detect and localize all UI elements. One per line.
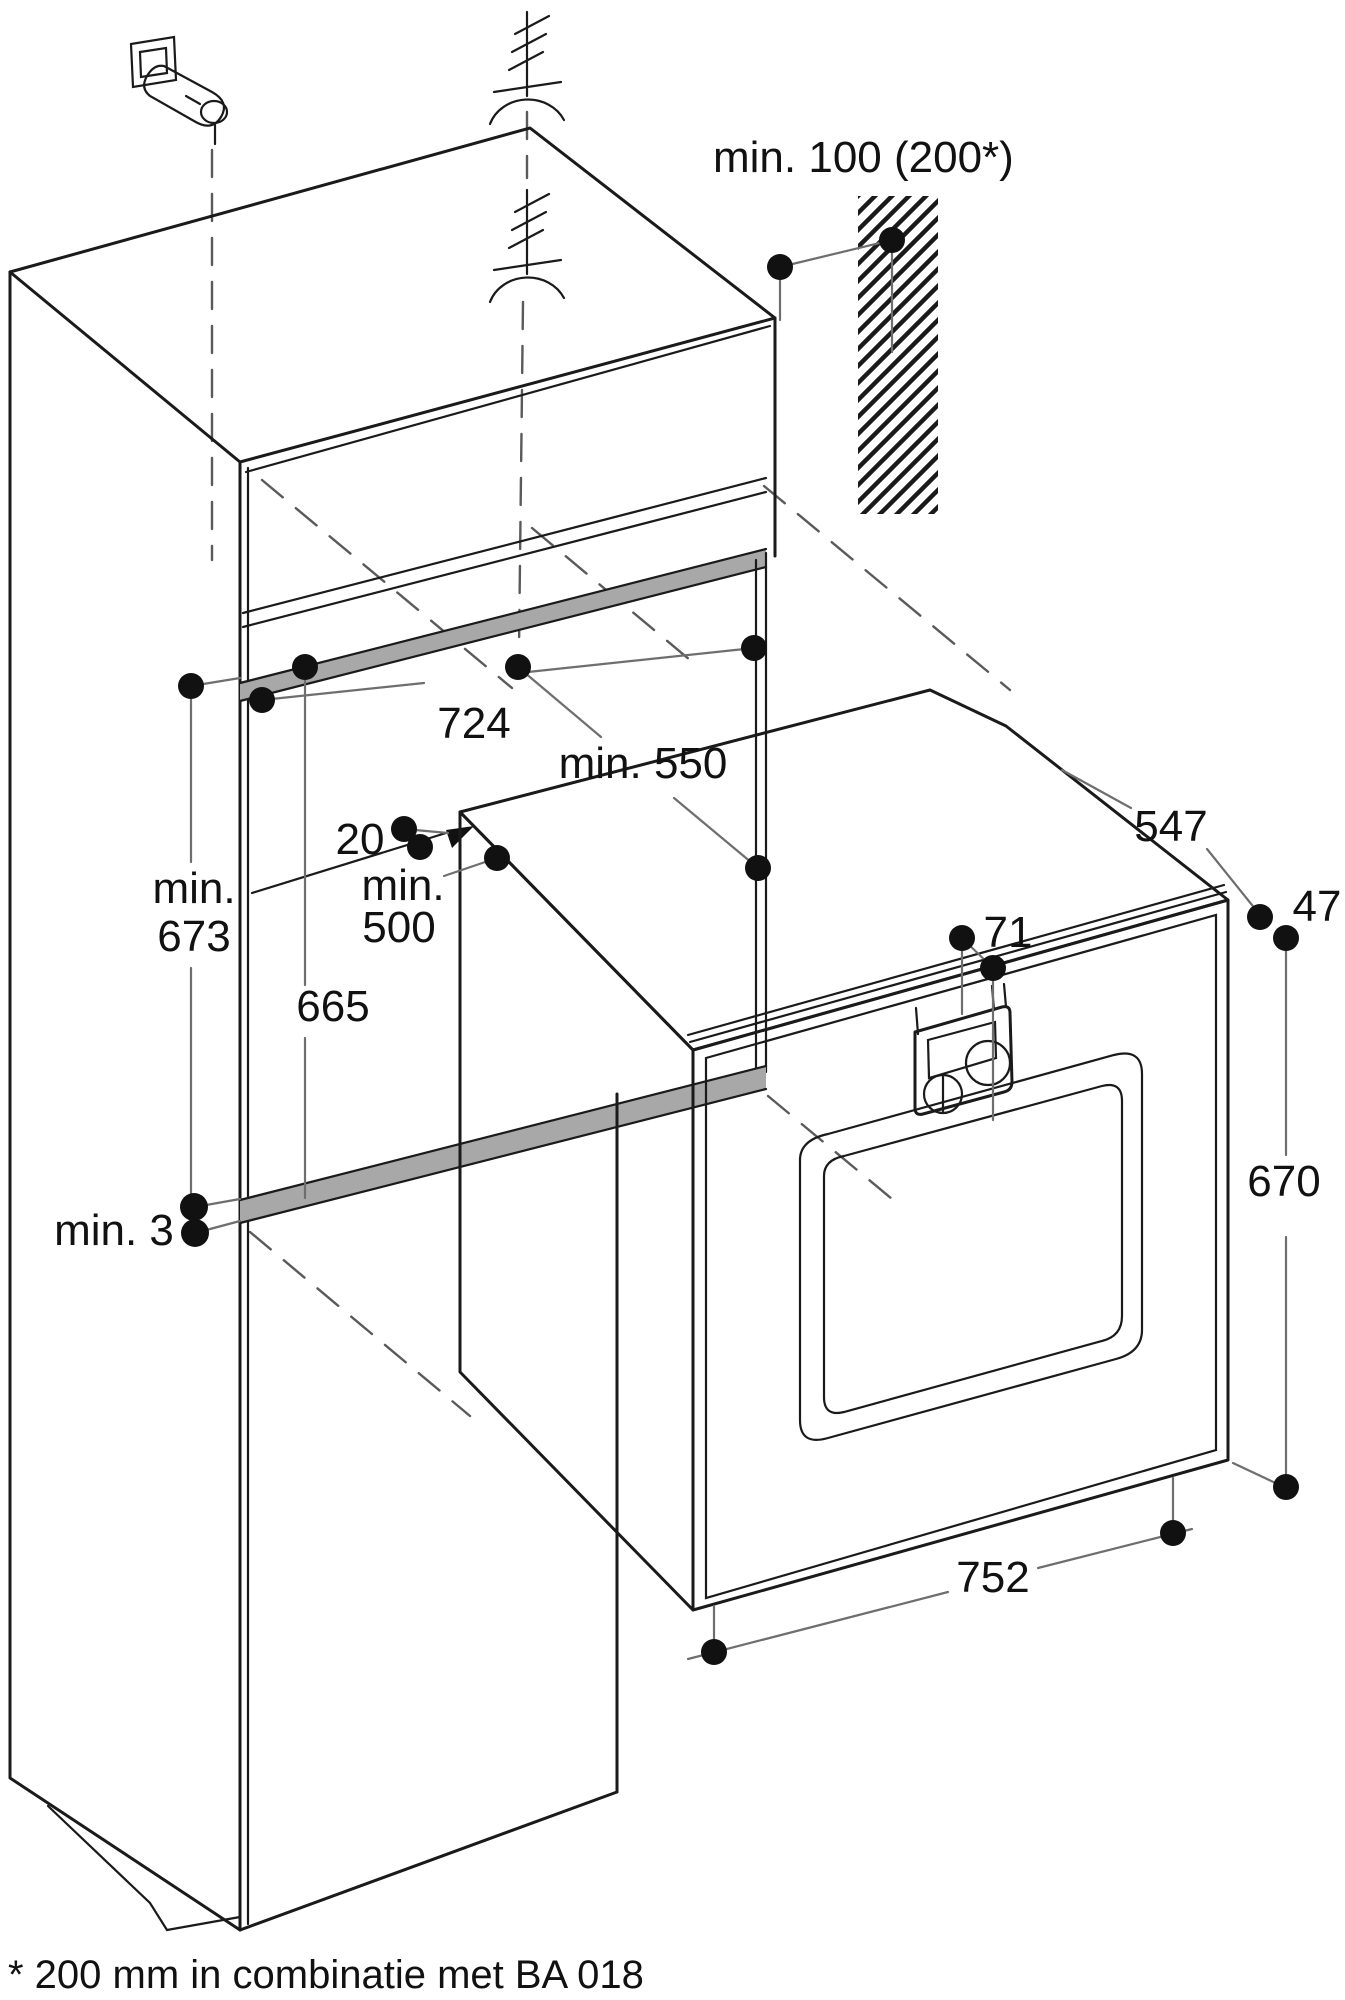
dimension-labels: min. 100 (200*) 724 min. 550 20 min. 500… — [8, 133, 1341, 1997]
oven-body — [458, 688, 1230, 1612]
control-knob-left — [922, 1073, 964, 1115]
control-panel — [913, 982, 1014, 1116]
oven-door-window — [798, 1052, 1144, 1441]
footnote: * 200 mm in combinatie met BA 018 — [8, 1953, 644, 1997]
label-appliance-width: 752 — [956, 1553, 1029, 1602]
dimension-lines — [178, 227, 1299, 1665]
mains-connection-symbol-icon — [488, 10, 566, 126]
label-door-protrusion: 47 — [1293, 882, 1342, 931]
label-appliance-depth: 547 — [1134, 802, 1207, 851]
label-socket-clearance-1: min. — [361, 861, 444, 910]
control-display — [926, 1020, 998, 1080]
label-bottom-clearance: min. 3 — [54, 1206, 174, 1255]
label-niche-depth: min. 550 — [559, 739, 728, 788]
label-socket-offset: 20 — [336, 815, 385, 864]
label-niche-width: 724 — [437, 699, 510, 748]
oven-door — [691, 898, 1230, 1612]
label-wall-clearance: min. 100 (200*) — [713, 133, 1014, 182]
control-knob-right — [964, 1039, 1012, 1087]
label-front-height-2: 673 — [157, 912, 230, 961]
label-control-panel-height: 71 — [984, 908, 1033, 957]
label-niche-height: 665 — [296, 982, 369, 1031]
power-plug-icon — [129, 35, 229, 146]
label-front-height-1: min. — [152, 864, 235, 913]
label-socket-clearance-2: 500 — [362, 903, 435, 952]
oven-side-panel — [458, 810, 695, 1612]
cabinet-outline — [8, 126, 777, 1932]
label-appliance-height: 670 — [1247, 1157, 1320, 1206]
mains-connection-symbol-icon — [488, 188, 566, 304]
